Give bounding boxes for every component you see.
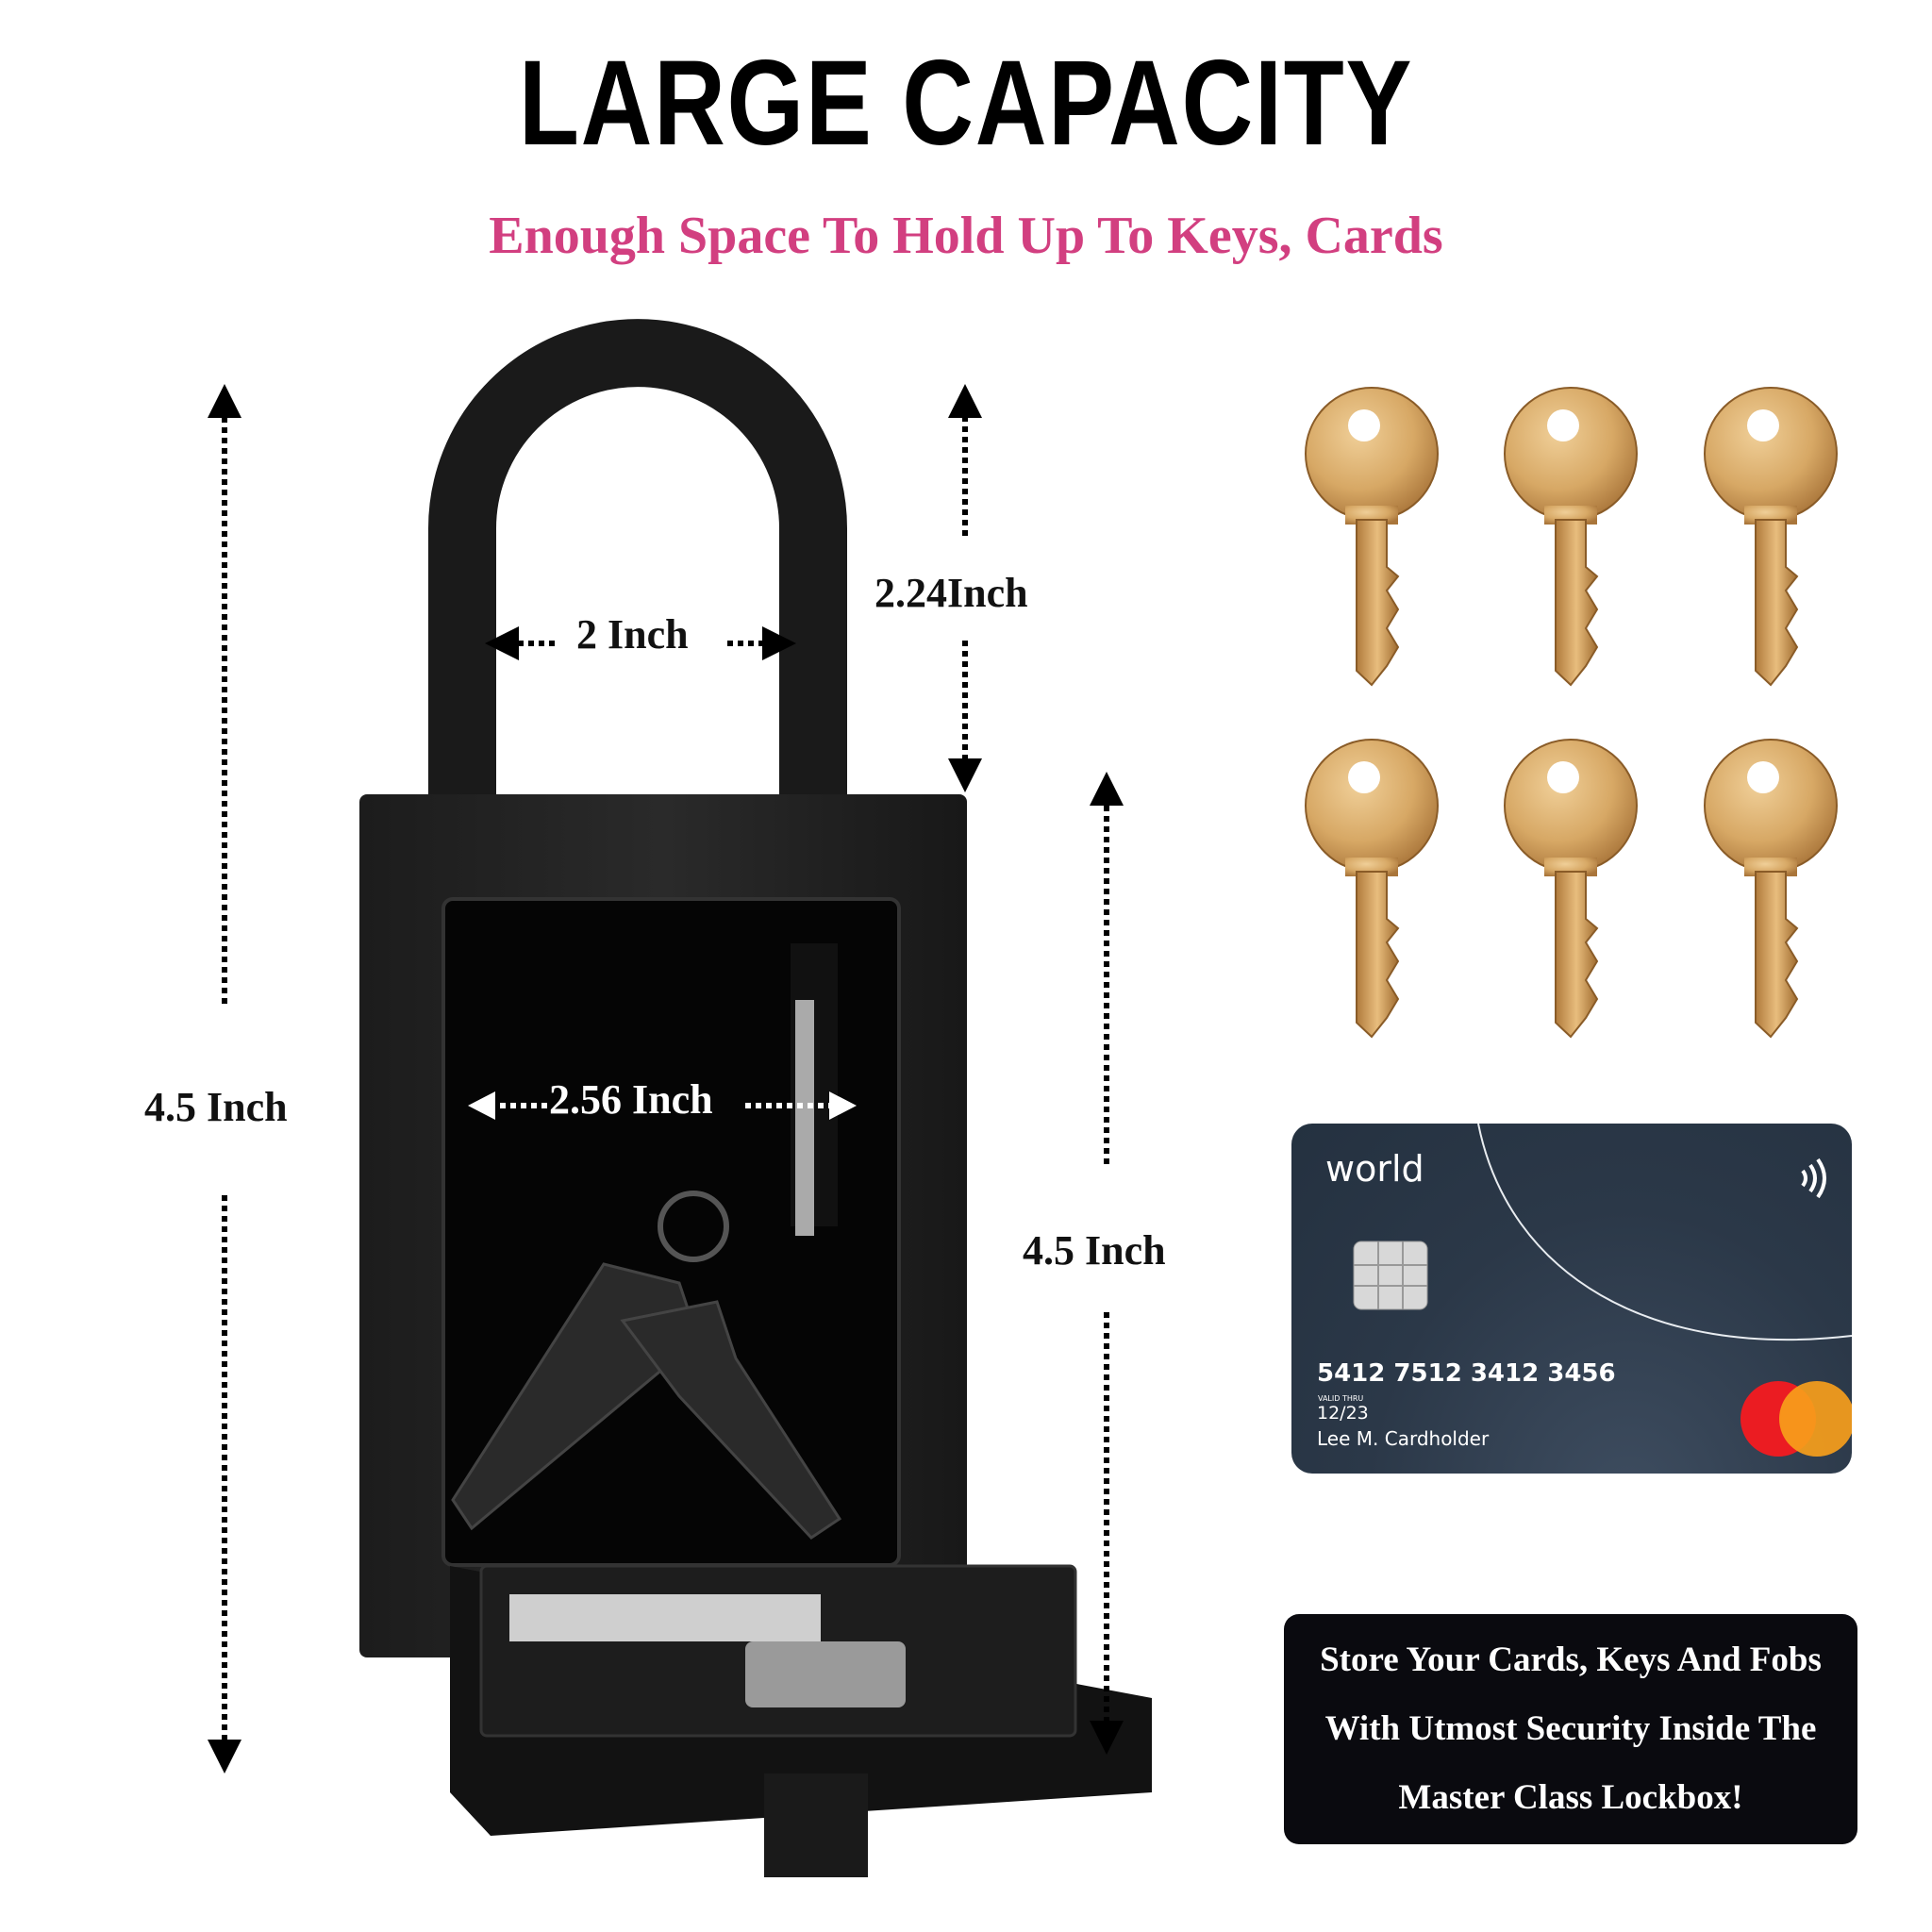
interior-width-label: 2.56 Inch — [549, 1076, 713, 1123]
shackle — [428, 319, 847, 794]
body-height-label: 4.5 Inch — [1023, 1227, 1166, 1274]
total-height-label: 4.5 Inch — [144, 1084, 288, 1130]
release-knob — [745, 1641, 906, 1707]
shackle-height-label: 2.24Inch — [874, 570, 1028, 616]
page-title: LARGE CAPACITY — [518, 36, 1414, 171]
shackle-width-label: 2 Inch — [576, 611, 689, 658]
contactless-icon — [1801, 1158, 1826, 1199]
credit-card: world 5412 7512 3412 3456 VALID THRU 12/… — [1291, 1124, 1852, 1474]
message-line: Store Your Cards, Keys And Fobs — [1320, 1641, 1822, 1679]
message-line: With Utmost Security Inside The — [1324, 1709, 1817, 1748]
message-box: Store Your Cards, Keys And Fobs With Utm… — [1284, 1614, 1857, 1844]
valid-thru-label: VALID THRU — [1318, 1394, 1364, 1403]
message-line: Master Class Lockbox! — [1398, 1778, 1743, 1817]
card-number: 5412 7512 3412 3456 — [1317, 1359, 1616, 1388]
keys-grid — [1305, 387, 1838, 1038]
brass-key-icon — [1305, 387, 1439, 686]
brass-key-icon — [1305, 739, 1439, 1038]
combination-dials — [509, 1594, 821, 1641]
brass-key-icon — [1704, 739, 1838, 1038]
latch-pin — [795, 1000, 814, 1236]
brass-key-icon — [1504, 739, 1638, 1038]
brass-key-icon — [1504, 387, 1638, 686]
chip-icon — [1353, 1241, 1428, 1310]
brass-key-icon — [1704, 387, 1838, 686]
card-holder: Lee M. Cardholder — [1317, 1427, 1490, 1450]
card-expiry: 12/23 — [1317, 1403, 1369, 1424]
card-brand: world — [1325, 1148, 1424, 1190]
page-subtitle: Enough Space To Hold Up To Keys, Cards — [489, 207, 1443, 265]
inner-keys — [451, 1191, 842, 1540]
